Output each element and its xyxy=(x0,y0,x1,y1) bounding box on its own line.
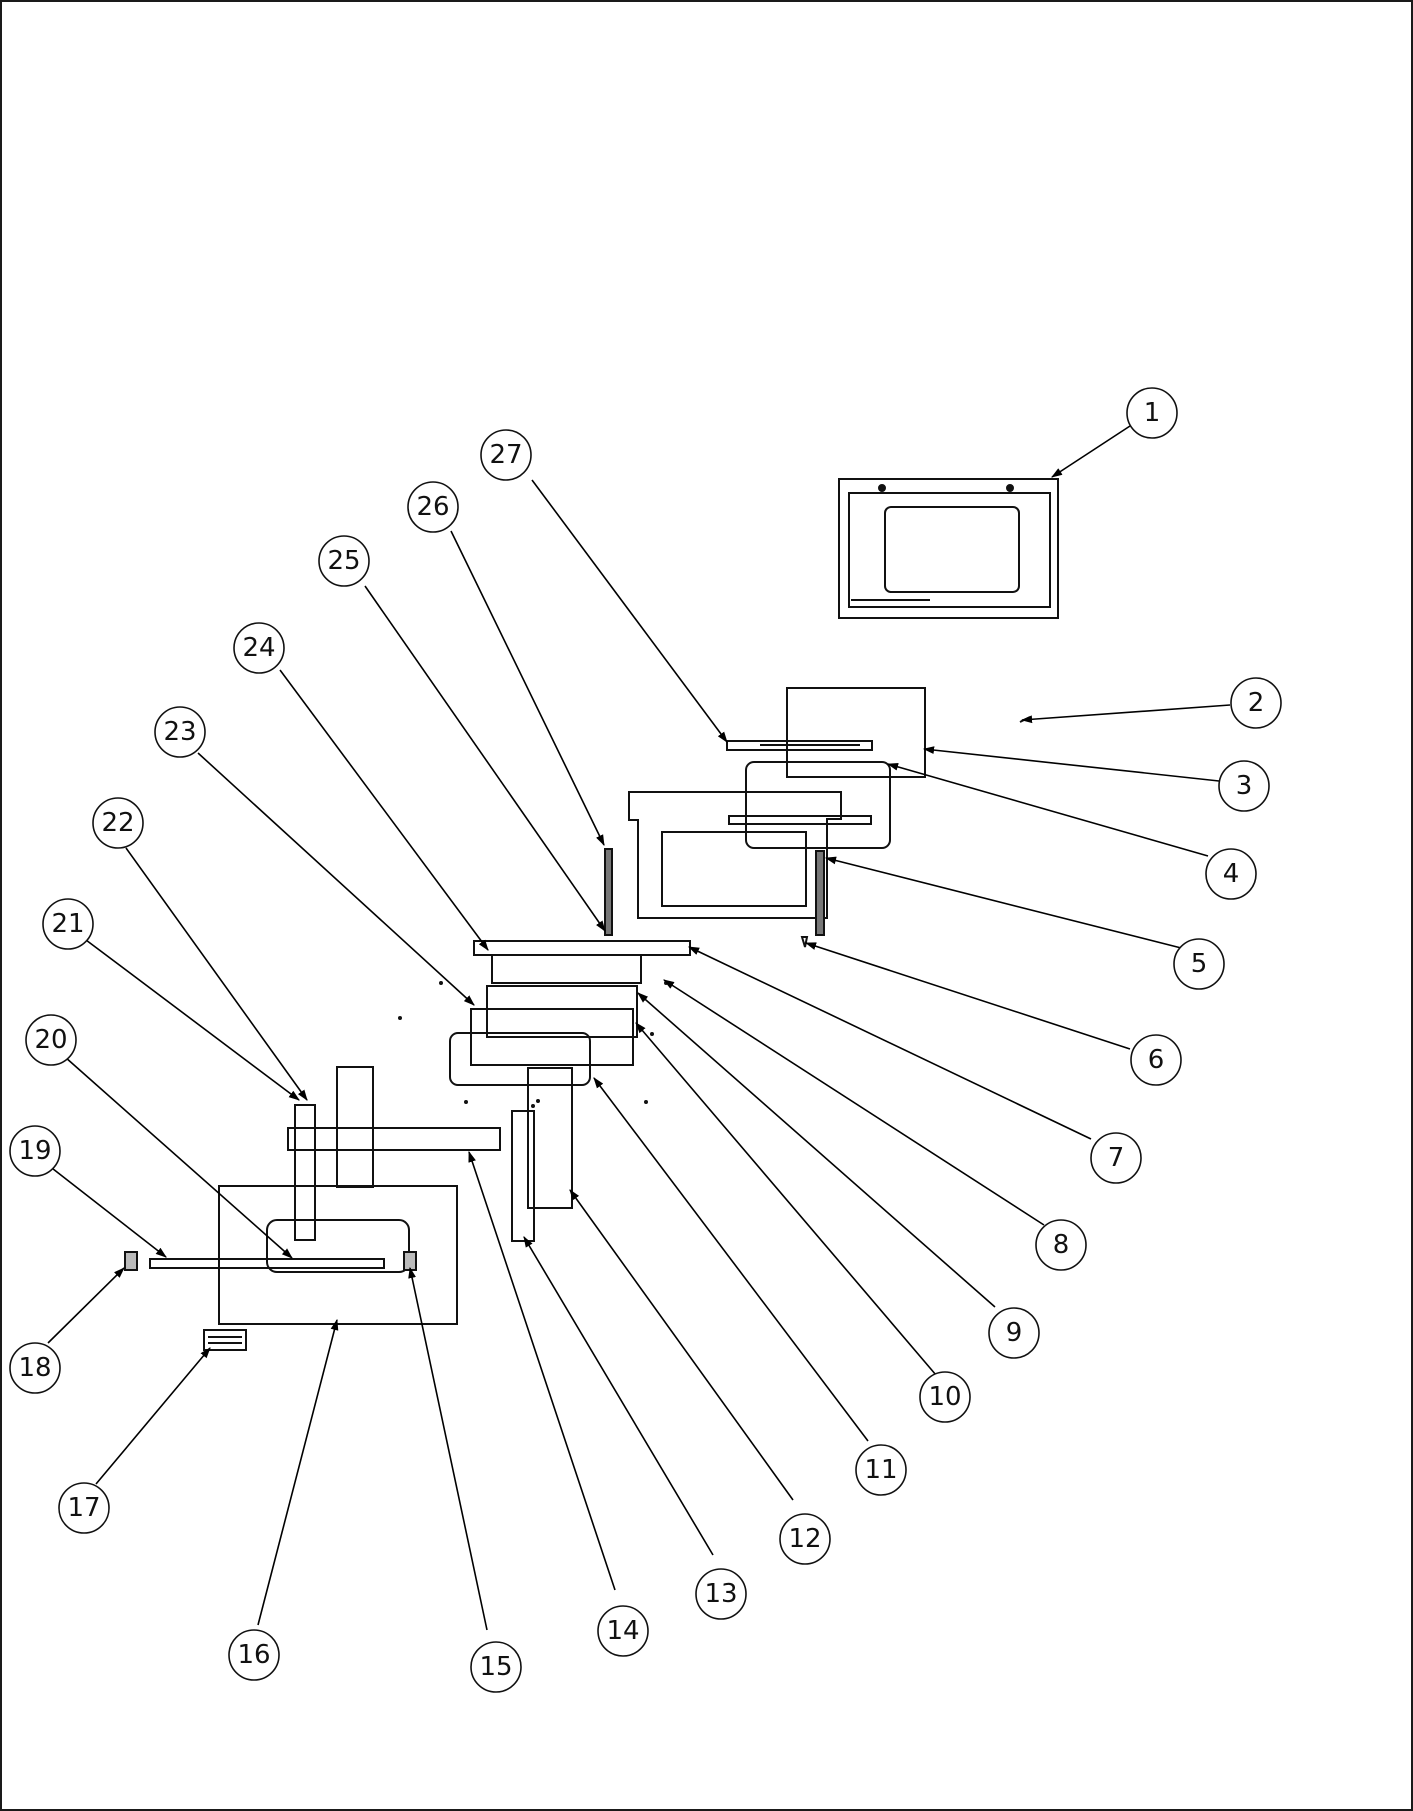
part-11-gasket xyxy=(449,1032,591,1086)
part-26-rail xyxy=(604,848,613,936)
callout-5: 5 xyxy=(1173,938,1225,990)
callout-11: 11 xyxy=(855,1444,907,1496)
svg-text:2: 2 xyxy=(1248,688,1265,718)
svg-text:23: 23 xyxy=(163,717,196,747)
callout-25: 25 xyxy=(318,535,370,587)
svg-text:21: 21 xyxy=(51,909,84,939)
svg-text:15: 15 xyxy=(479,1652,512,1682)
svg-text:16: 16 xyxy=(237,1640,270,1670)
callout-9: 9 xyxy=(988,1307,1040,1359)
svg-text:5: 5 xyxy=(1191,949,1208,979)
svg-text:13: 13 xyxy=(704,1579,737,1609)
part-1-door-frame xyxy=(838,478,1059,619)
svg-text:6: 6 xyxy=(1148,1045,1165,1075)
callout-2: 2 xyxy=(1230,677,1282,729)
part-5-rail-b xyxy=(815,850,825,936)
callout-24: 24 xyxy=(233,622,285,674)
callout-7: 7 xyxy=(1090,1132,1142,1184)
svg-text:11: 11 xyxy=(864,1455,897,1485)
part-18-block xyxy=(124,1251,138,1271)
svg-text:18: 18 xyxy=(18,1353,51,1383)
part-6-clip xyxy=(800,936,809,948)
part-19-rod xyxy=(149,1258,385,1269)
part-8-fasteners xyxy=(398,981,668,1108)
callout-19: 19 xyxy=(9,1125,61,1177)
part-9-plate xyxy=(486,985,638,1038)
callout-23: 23 xyxy=(154,706,206,758)
svg-text:27: 27 xyxy=(489,440,522,470)
callout-16: 16 xyxy=(228,1629,280,1681)
callout-26: 26 xyxy=(407,481,459,533)
part-5-rail-a xyxy=(728,815,872,825)
svg-text:25: 25 xyxy=(327,546,360,576)
svg-text:22: 22 xyxy=(101,808,134,838)
svg-text:14: 14 xyxy=(606,1616,639,1646)
callout-1: 1 xyxy=(1126,387,1178,439)
svg-text:8: 8 xyxy=(1053,1230,1070,1260)
part-16-outer-panel xyxy=(218,1185,458,1325)
svg-text:4: 4 xyxy=(1223,859,1240,889)
part-12-panel xyxy=(527,1067,573,1209)
part-17-vent xyxy=(203,1329,247,1351)
svg-text:24: 24 xyxy=(242,633,275,663)
callout-balloons: 1 2 3 4 5 6 7 8 9 10 11 12 13 14 15 16 1… xyxy=(9,387,1282,1693)
part-15-block xyxy=(403,1251,417,1271)
callout-8: 8 xyxy=(1035,1219,1087,1271)
svg-text:9: 9 xyxy=(1006,1318,1023,1348)
svg-text:3: 3 xyxy=(1236,771,1253,801)
part-14-bar xyxy=(287,1127,501,1151)
part-inner-door-frame xyxy=(628,791,842,919)
callout-15: 15 xyxy=(470,1641,522,1693)
svg-text:26: 26 xyxy=(416,492,449,522)
callout-4: 4 xyxy=(1205,848,1257,900)
part-7-top-bar xyxy=(473,940,691,956)
callout-3: 3 xyxy=(1218,760,1270,812)
callout-20: 20 xyxy=(25,1014,77,1066)
leader-lines xyxy=(47,425,1231,1631)
svg-text:19: 19 xyxy=(18,1136,51,1166)
callout-17: 17 xyxy=(58,1482,110,1534)
svg-text:1: 1 xyxy=(1144,398,1161,428)
callout-18: 18 xyxy=(9,1342,61,1394)
svg-text:17: 17 xyxy=(67,1493,100,1523)
callout-12: 12 xyxy=(779,1513,831,1565)
callout-14: 14 xyxy=(597,1605,649,1657)
svg-text:20: 20 xyxy=(34,1025,67,1055)
svg-text:7: 7 xyxy=(1108,1143,1125,1173)
callout-21: 21 xyxy=(42,898,94,950)
part-3-panel xyxy=(786,687,926,778)
callout-10: 10 xyxy=(919,1371,971,1423)
part-4-frame xyxy=(745,761,891,849)
svg-text:10: 10 xyxy=(928,1382,961,1412)
part-13-panel xyxy=(511,1110,535,1242)
callout-27: 27 xyxy=(480,429,532,481)
callout-6: 6 xyxy=(1130,1034,1182,1086)
part-22-post xyxy=(294,1104,316,1241)
svg-text:12: 12 xyxy=(788,1524,821,1554)
callout-22: 22 xyxy=(92,797,144,849)
part-24-plate xyxy=(491,954,642,984)
part-10-plate xyxy=(470,1008,634,1066)
part-27-bar xyxy=(726,740,873,751)
callout-13: 13 xyxy=(695,1568,747,1620)
